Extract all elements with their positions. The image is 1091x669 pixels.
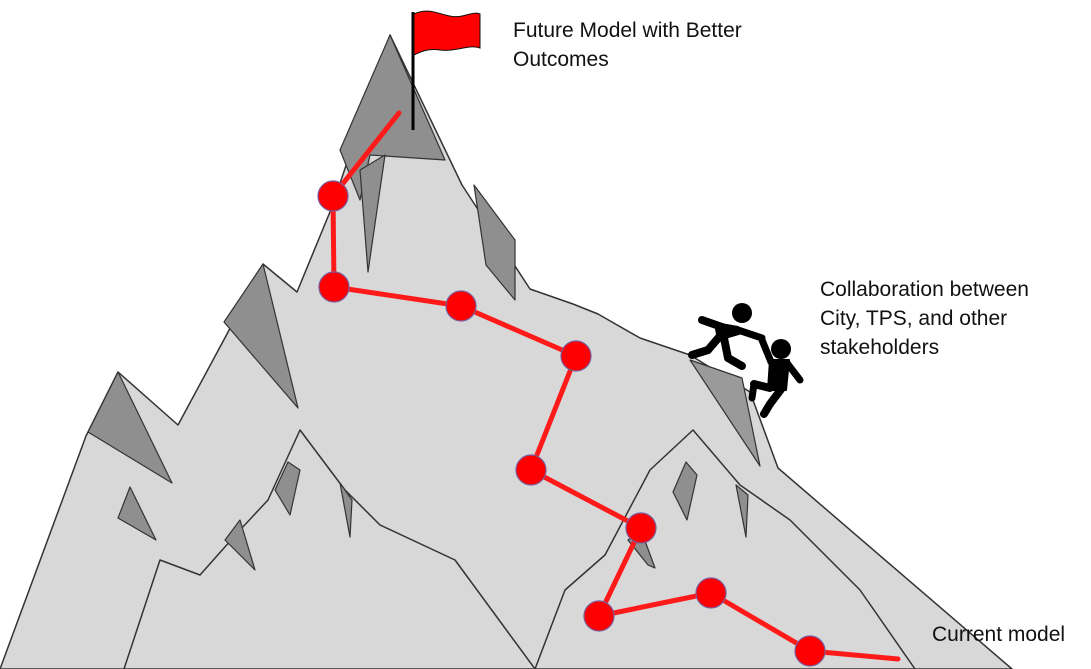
current-model-label: Current model bbox=[932, 620, 1065, 649]
collaboration-label-line3: stakeholders bbox=[820, 336, 940, 359]
flag-icon bbox=[411, 10, 481, 130]
future-model-label-line2: Outcomes bbox=[513, 48, 609, 71]
milestone bbox=[583, 600, 615, 632]
rock-left-small bbox=[117, 486, 157, 541]
milestone bbox=[318, 271, 350, 303]
milestone bbox=[515, 454, 547, 486]
rock-collab-ledge bbox=[689, 359, 761, 467]
collaboration-label: Collaboration between City, TPS, and oth… bbox=[820, 275, 1029, 362]
rock-center-small-b bbox=[339, 482, 353, 538]
milestone bbox=[317, 180, 349, 212]
milestone bbox=[695, 577, 727, 609]
rock-summit-inner bbox=[359, 154, 386, 273]
collaboration-label-line1: Collaboration between bbox=[820, 278, 1029, 301]
rock-left-upper bbox=[223, 263, 299, 409]
ridge-line-left bbox=[123, 429, 536, 669]
rock-right-small-b bbox=[735, 484, 749, 538]
climbers-helping-icon bbox=[688, 303, 804, 418]
milestone bbox=[445, 290, 477, 322]
milestone bbox=[794, 635, 826, 667]
rock-center-small-c bbox=[224, 519, 256, 571]
rock-right-small-a bbox=[672, 461, 698, 521]
milestone bbox=[625, 512, 657, 544]
rock-upper-right bbox=[473, 184, 516, 301]
milestone bbox=[560, 340, 592, 372]
climber-right-head bbox=[771, 339, 791, 359]
collaboration-label-line2: City, TPS, and other bbox=[820, 307, 1008, 330]
current-model-label-text: Current model bbox=[932, 623, 1066, 646]
rock-center-small-a bbox=[274, 461, 301, 516]
ridge-line-right bbox=[534, 429, 916, 669]
climber-left-head bbox=[732, 303, 752, 323]
milestones bbox=[317, 180, 826, 667]
climber-right-torso bbox=[767, 359, 790, 391]
rock-left-lower bbox=[87, 371, 173, 484]
future-model-label: Future Model with Better Outcomes bbox=[513, 16, 742, 74]
future-model-label-line1: Future Model with Better bbox=[513, 19, 742, 42]
